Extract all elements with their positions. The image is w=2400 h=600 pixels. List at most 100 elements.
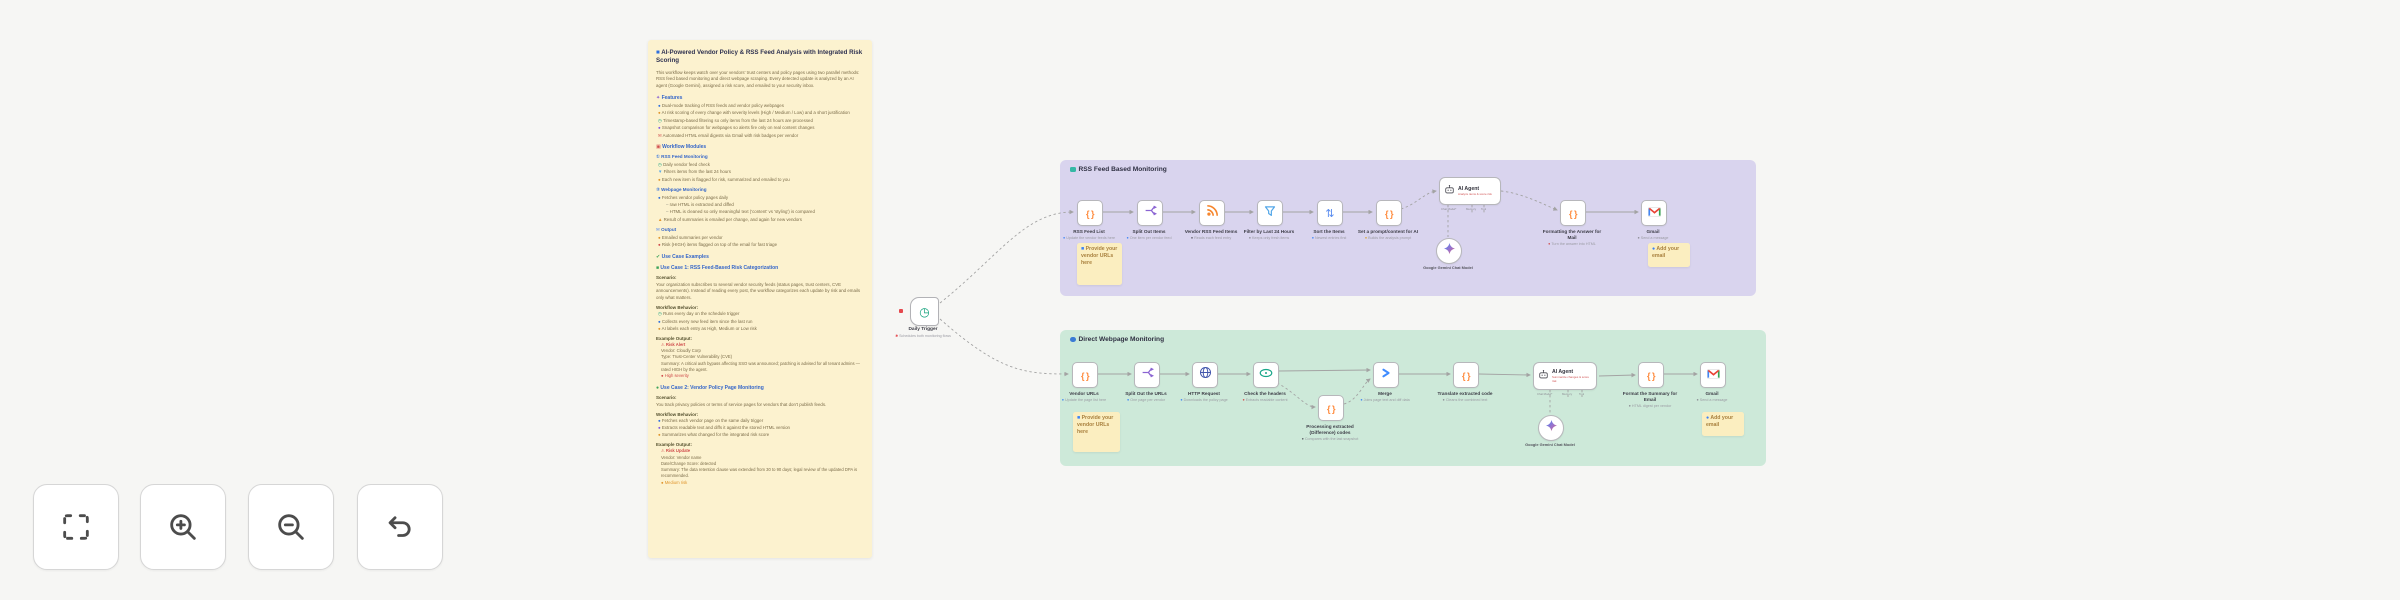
- zoom-out-button[interactable]: [248, 484, 334, 570]
- memory-port-label: Memory: [1466, 207, 1477, 211]
- agent-title: AI Agent: [1458, 185, 1480, 192]
- node-rss-feed-list[interactable]: { }RSS Feed List● Update the vendor feed…: [1063, 200, 1115, 240]
- node-label: Format the Summary for Email: [1622, 391, 1678, 402]
- note-h2: ① RSS Feed Monitoring: [656, 154, 708, 160]
- node-gmail[interactable]: Gmail● Send a message: [1638, 200, 1668, 240]
- node-processing-extracted-difference-codes[interactable]: { }Processing extracted (Difference) cod…: [1302, 395, 1358, 441]
- note-b: Workflow Behavior:: [656, 305, 699, 311]
- node-sublabel: ● Joins page text and diff data: [1360, 397, 1410, 402]
- documentation-sticky-note[interactable]: ■ AI-Powered Vendor Policy & RSS Feed An…: [648, 40, 872, 558]
- code-braces-icon: { }: [1646, 371, 1656, 381]
- gemini-model-node[interactable]: [1436, 238, 1462, 264]
- node-set-a-prompt-content-for-ai[interactable]: { }Set a prompt/content for AI● Builds t…: [1358, 200, 1418, 240]
- bullet-mark-icon: ■: [656, 265, 661, 272]
- agent-subtitle: Analyze items & score risk: [1458, 192, 1492, 197]
- documentation-content: ■ AI-Powered Vendor Policy & RSS Feed An…: [656, 49, 864, 486]
- webpage-monitoring-region[interactable]: [1060, 330, 1766, 466]
- node-sublabel: ● Compares with the last snapshot: [1301, 436, 1359, 441]
- undo-button[interactable]: [357, 484, 443, 570]
- note-b: Scenario:: [656, 394, 677, 400]
- node-sublabel: ● Reads each feed entry: [1190, 235, 1232, 240]
- node-sublabel: ● HTML digest per vendor: [1628, 403, 1672, 408]
- node-translate-extracted-code[interactable]: { }Translate extracted code● Cleans the …: [1438, 362, 1492, 402]
- node-vendor-urls[interactable]: { }Vendor URLs● Update the page list her…: [1062, 362, 1106, 402]
- html-extract-icon: [1259, 366, 1273, 385]
- node-sublabel: ● One page per vendor: [1126, 397, 1166, 402]
- node-label: Vendor URLs: [1069, 391, 1099, 396]
- bullet-mark-icon: –: [666, 209, 670, 215]
- node-split-out-the-urls[interactable]: Split Out the URLs● One page per vendor: [1125, 362, 1167, 402]
- agent-subtitle: Summarize changes & score risk: [1552, 375, 1589, 383]
- node-merge[interactable]: Merge● Joins page text and diff data: [1360, 362, 1410, 402]
- ai-agent-node[interactable]: AI Agent Analyze items & score risk: [1439, 177, 1501, 205]
- note-h: ✦ Features: [656, 95, 683, 102]
- robot-icon: [1444, 182, 1455, 200]
- bullet-mark-icon: ●: [656, 385, 661, 392]
- bullet-mark-icon: ①: [656, 154, 662, 160]
- add-email-sticky[interactable]: ● Add your email: [1702, 412, 1744, 436]
- zoom-in-button[interactable]: [140, 484, 226, 570]
- node-check-the-headers[interactable]: Check the headers● Extracts readable con…: [1242, 362, 1288, 402]
- node-filter-by-last-24-hours[interactable]: Filter by Last 24 Hours● Keeps only fres…: [1244, 200, 1294, 240]
- note-li: ● AI risk scoring of every change with s…: [658, 110, 850, 116]
- bullet-mark-icon: ▲: [658, 216, 664, 222]
- rss-monitoring-region[interactable]: [1060, 160, 1756, 296]
- bullet-mark-icon: ▣: [656, 144, 663, 151]
- bullet-mark-icon: ●: [658, 176, 662, 182]
- rss-feed-icon: [1206, 204, 1219, 222]
- note-h: ■ Use Case 1: RSS Feed-Based Risk Catego…: [656, 265, 779, 272]
- fit-view-icon: [63, 514, 89, 540]
- agent-title: AI Agent: [1552, 369, 1574, 376]
- gmail-icon: [1647, 204, 1661, 222]
- provide-urls-sticky[interactable]: ■ Provide your vendor URLs here: [1073, 412, 1120, 452]
- node-label: Gmail: [1705, 391, 1719, 396]
- split-out-icon: [1141, 366, 1154, 384]
- fit-view-button[interactable]: [33, 484, 119, 570]
- bullet-mark-icon: ●: [658, 425, 662, 431]
- node-format-the-summary-for-email[interactable]: { } Format the Summary for Email● HTML di…: [1623, 362, 1677, 408]
- node-sublabel: ● Send a message: [1637, 235, 1669, 240]
- sort-icon: ⇅: [1325, 208, 1335, 220]
- node-sublabel: ● Update the page list here: [1061, 397, 1107, 402]
- bullet-mark-icon: ●: [658, 318, 662, 324]
- node-split-out-items[interactable]: Split Out Items● One item per vendor fee…: [1126, 200, 1172, 240]
- merge-arrow-icon: [1380, 366, 1392, 384]
- note-p: This workflow keeps watch over your vend…: [656, 69, 860, 88]
- note-h2: ② Webpage Monitoring: [656, 187, 707, 193]
- note-li: ● Snapshot comparison for webpages so al…: [658, 125, 815, 131]
- node-formatting-the-answer-for-mail[interactable]: { }Formatting the Answer for Mail● Turn …: [1543, 200, 1601, 246]
- web-region-title-text: Direct Webpage Monitoring: [1078, 336, 1165, 343]
- bullet-mark-icon: ●: [658, 110, 662, 116]
- add-email-sticky[interactable]: ● Add your email: [1648, 243, 1690, 267]
- note-p: Your organization subscribes to several …: [656, 281, 861, 301]
- pencil-icon: ●: [1652, 246, 1656, 252]
- node-gmail[interactable]: Gmail● Send a message: [1697, 362, 1727, 402]
- globe-icon: [1070, 336, 1076, 343]
- node-sublabel: ● Update the vendor feeds here: [1062, 235, 1116, 240]
- gemini-model-node[interactable]: [1538, 415, 1564, 441]
- node-label: Translate extracted code: [1437, 391, 1493, 396]
- provide-urls-sticky[interactable]: ■ Provide your vendor URLs here: [1077, 243, 1122, 285]
- node-label: Split Out the URLs: [1125, 391, 1167, 396]
- bullet-mark-icon: ●: [658, 325, 662, 331]
- node-vendor-rss-feed-items[interactable]: Vendor RSS Feed Items● Reads each feed e…: [1185, 200, 1237, 240]
- memory-port-label: Memory: [1562, 392, 1573, 396]
- node-http-request[interactable]: HTTP Request● Downloads the policy page: [1180, 362, 1228, 402]
- schedule-trigger-node[interactable]: ◷: [910, 297, 939, 326]
- ai-agent-node[interactable]: AI Agent Summarize changes & score risk: [1533, 362, 1597, 390]
- bullet-mark-icon: ●: [658, 234, 662, 240]
- node-label: Vendor RSS Feed Items: [1184, 229, 1238, 234]
- note-li2: – HTML is cleaned so only meaningful tex…: [666, 209, 815, 215]
- bullet-mark-icon: ✔: [656, 253, 662, 260]
- node-sort-the-items[interactable]: ⇅Sort the Items● Newest entries first: [1312, 200, 1346, 240]
- bullet-mark-icon: ◷: [658, 117, 663, 123]
- note-li: ● Extracts readable text and diffs it ag…: [658, 425, 790, 431]
- node-sublabel: ● Keeps only fresh items: [1248, 235, 1290, 240]
- warning-mark-icon: ✱: [895, 334, 899, 338]
- filter-funnel-icon: [1264, 204, 1276, 222]
- note-h2: ✉ Output: [656, 227, 677, 233]
- note-li: ● AI labels each entry as High, Medium o…: [658, 325, 757, 331]
